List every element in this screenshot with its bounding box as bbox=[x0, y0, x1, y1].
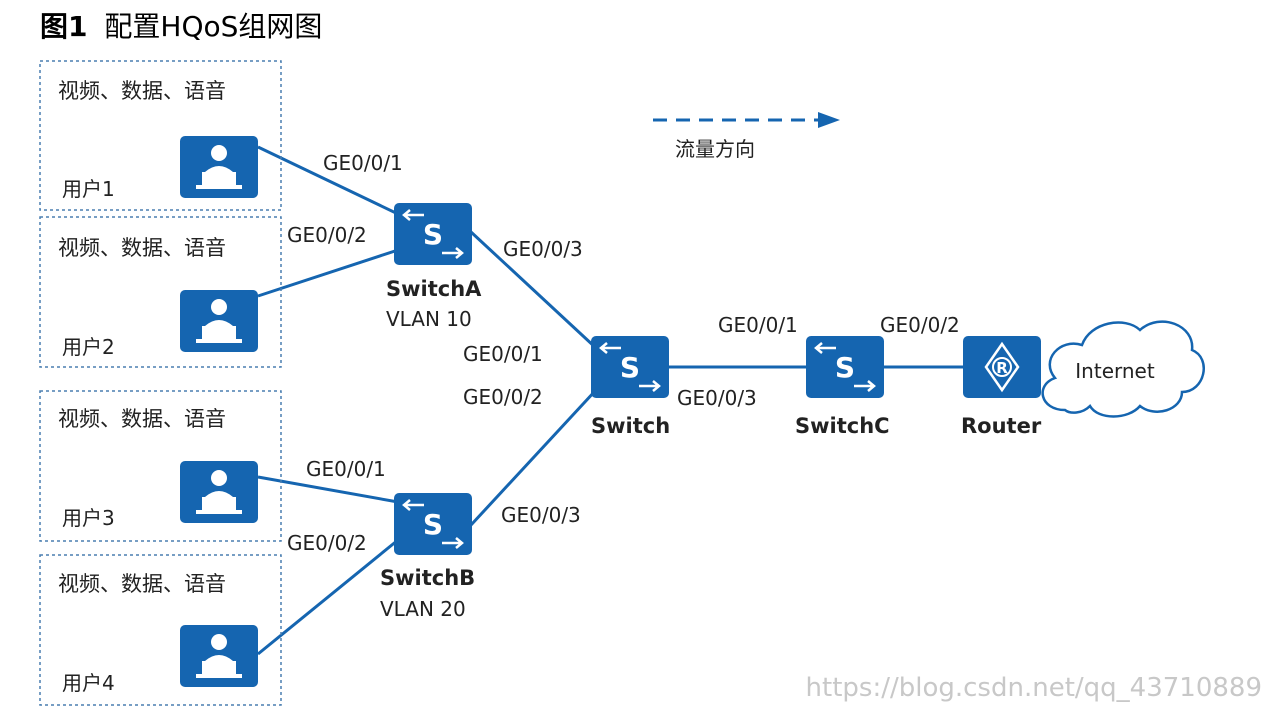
switchC-name: SwitchC bbox=[795, 414, 890, 438]
internet-label: Internet bbox=[1075, 359, 1155, 383]
service-label: 视频、数据、语音 bbox=[58, 572, 226, 596]
switchB-port2-label: GE0/0/2 bbox=[287, 531, 367, 555]
user-name: 用户2 bbox=[62, 335, 115, 359]
router-icon: R bbox=[963, 336, 1041, 398]
user-computer-icon bbox=[180, 625, 258, 687]
user-name: 用户3 bbox=[62, 506, 115, 530]
service-label: 视频、数据、语音 bbox=[58, 79, 226, 103]
switchB-icon: S bbox=[394, 493, 472, 555]
switchA-port1-label: GE0/0/1 bbox=[323, 151, 403, 175]
user-group-2: 视频、数据、语音 用户2 bbox=[39, 216, 282, 368]
service-label: 视频、数据、语音 bbox=[58, 407, 226, 431]
switchA-port3-label: GE0/0/3 bbox=[503, 237, 583, 261]
switch-letter: S bbox=[423, 218, 443, 251]
watermark: https://blog.csdn.net/qq_43710889 bbox=[806, 673, 1262, 703]
user-box bbox=[39, 554, 282, 706]
user-name: 用户4 bbox=[62, 671, 115, 695]
user-computer-icon bbox=[180, 136, 258, 198]
switch-name: Switch bbox=[591, 414, 670, 438]
switchC-port2-label: GE0/0/2 bbox=[880, 313, 960, 337]
traffic-arrowhead-icon bbox=[818, 112, 840, 128]
user-box bbox=[39, 216, 282, 368]
switchA-name: SwitchA bbox=[386, 277, 482, 301]
traffic-direction-label: 流量方向 bbox=[675, 137, 755, 161]
figure-number: 图1 bbox=[40, 10, 87, 43]
user-group-4: 视频、数据、语音 用户4 bbox=[39, 554, 282, 706]
router-letter: R bbox=[996, 359, 1008, 377]
user-computer-icon bbox=[180, 290, 258, 352]
user-computer-icon bbox=[180, 461, 258, 523]
user-name: 用户1 bbox=[62, 177, 115, 201]
link-switchA-switch bbox=[469, 230, 598, 350]
switchB-port1-label: GE0/0/1 bbox=[306, 457, 386, 481]
switchB-port3-label: GE0/0/3 bbox=[501, 503, 581, 527]
link-user4-switchB bbox=[257, 538, 399, 656]
switch-letter: S bbox=[423, 508, 443, 541]
internet-cloud-icon bbox=[1041, 320, 1205, 418]
figure-title: 图1 配置HQoS组网图 bbox=[40, 10, 322, 43]
switch-letter: S bbox=[620, 351, 640, 384]
switchA-icon: S bbox=[394, 203, 472, 265]
switch-icon: S bbox=[591, 336, 669, 398]
figure-caption: 配置HQoS组网图 bbox=[104, 10, 322, 43]
switchC-port1-label: GE0/0/1 bbox=[718, 313, 798, 337]
switchB-vlan: VLAN 20 bbox=[380, 597, 466, 621]
switch-port2-label: GE0/0/2 bbox=[463, 385, 543, 409]
user-box bbox=[39, 390, 282, 542]
switch-letter: S bbox=[835, 351, 855, 384]
switchA-vlan: VLAN 10 bbox=[386, 307, 472, 331]
switch-port3-label: GE0/0/3 bbox=[677, 386, 757, 410]
switchB-name: SwitchB bbox=[380, 566, 475, 590]
switchA-port2-label: GE0/0/2 bbox=[287, 223, 367, 247]
switch-port1-label: GE0/0/1 bbox=[463, 342, 543, 366]
switchC-icon: S bbox=[806, 336, 884, 398]
link-user2-switchA bbox=[257, 248, 399, 298]
user-box bbox=[39, 60, 282, 211]
service-label: 视频、数据、语音 bbox=[58, 236, 226, 260]
user-group-3: 视频、数据、语音 用户3 bbox=[39, 390, 282, 542]
router-name: Router bbox=[961, 414, 1042, 438]
user-group-1: 视频、数据、语音 用户1 bbox=[39, 60, 282, 211]
link-switchB-switch bbox=[469, 388, 598, 527]
